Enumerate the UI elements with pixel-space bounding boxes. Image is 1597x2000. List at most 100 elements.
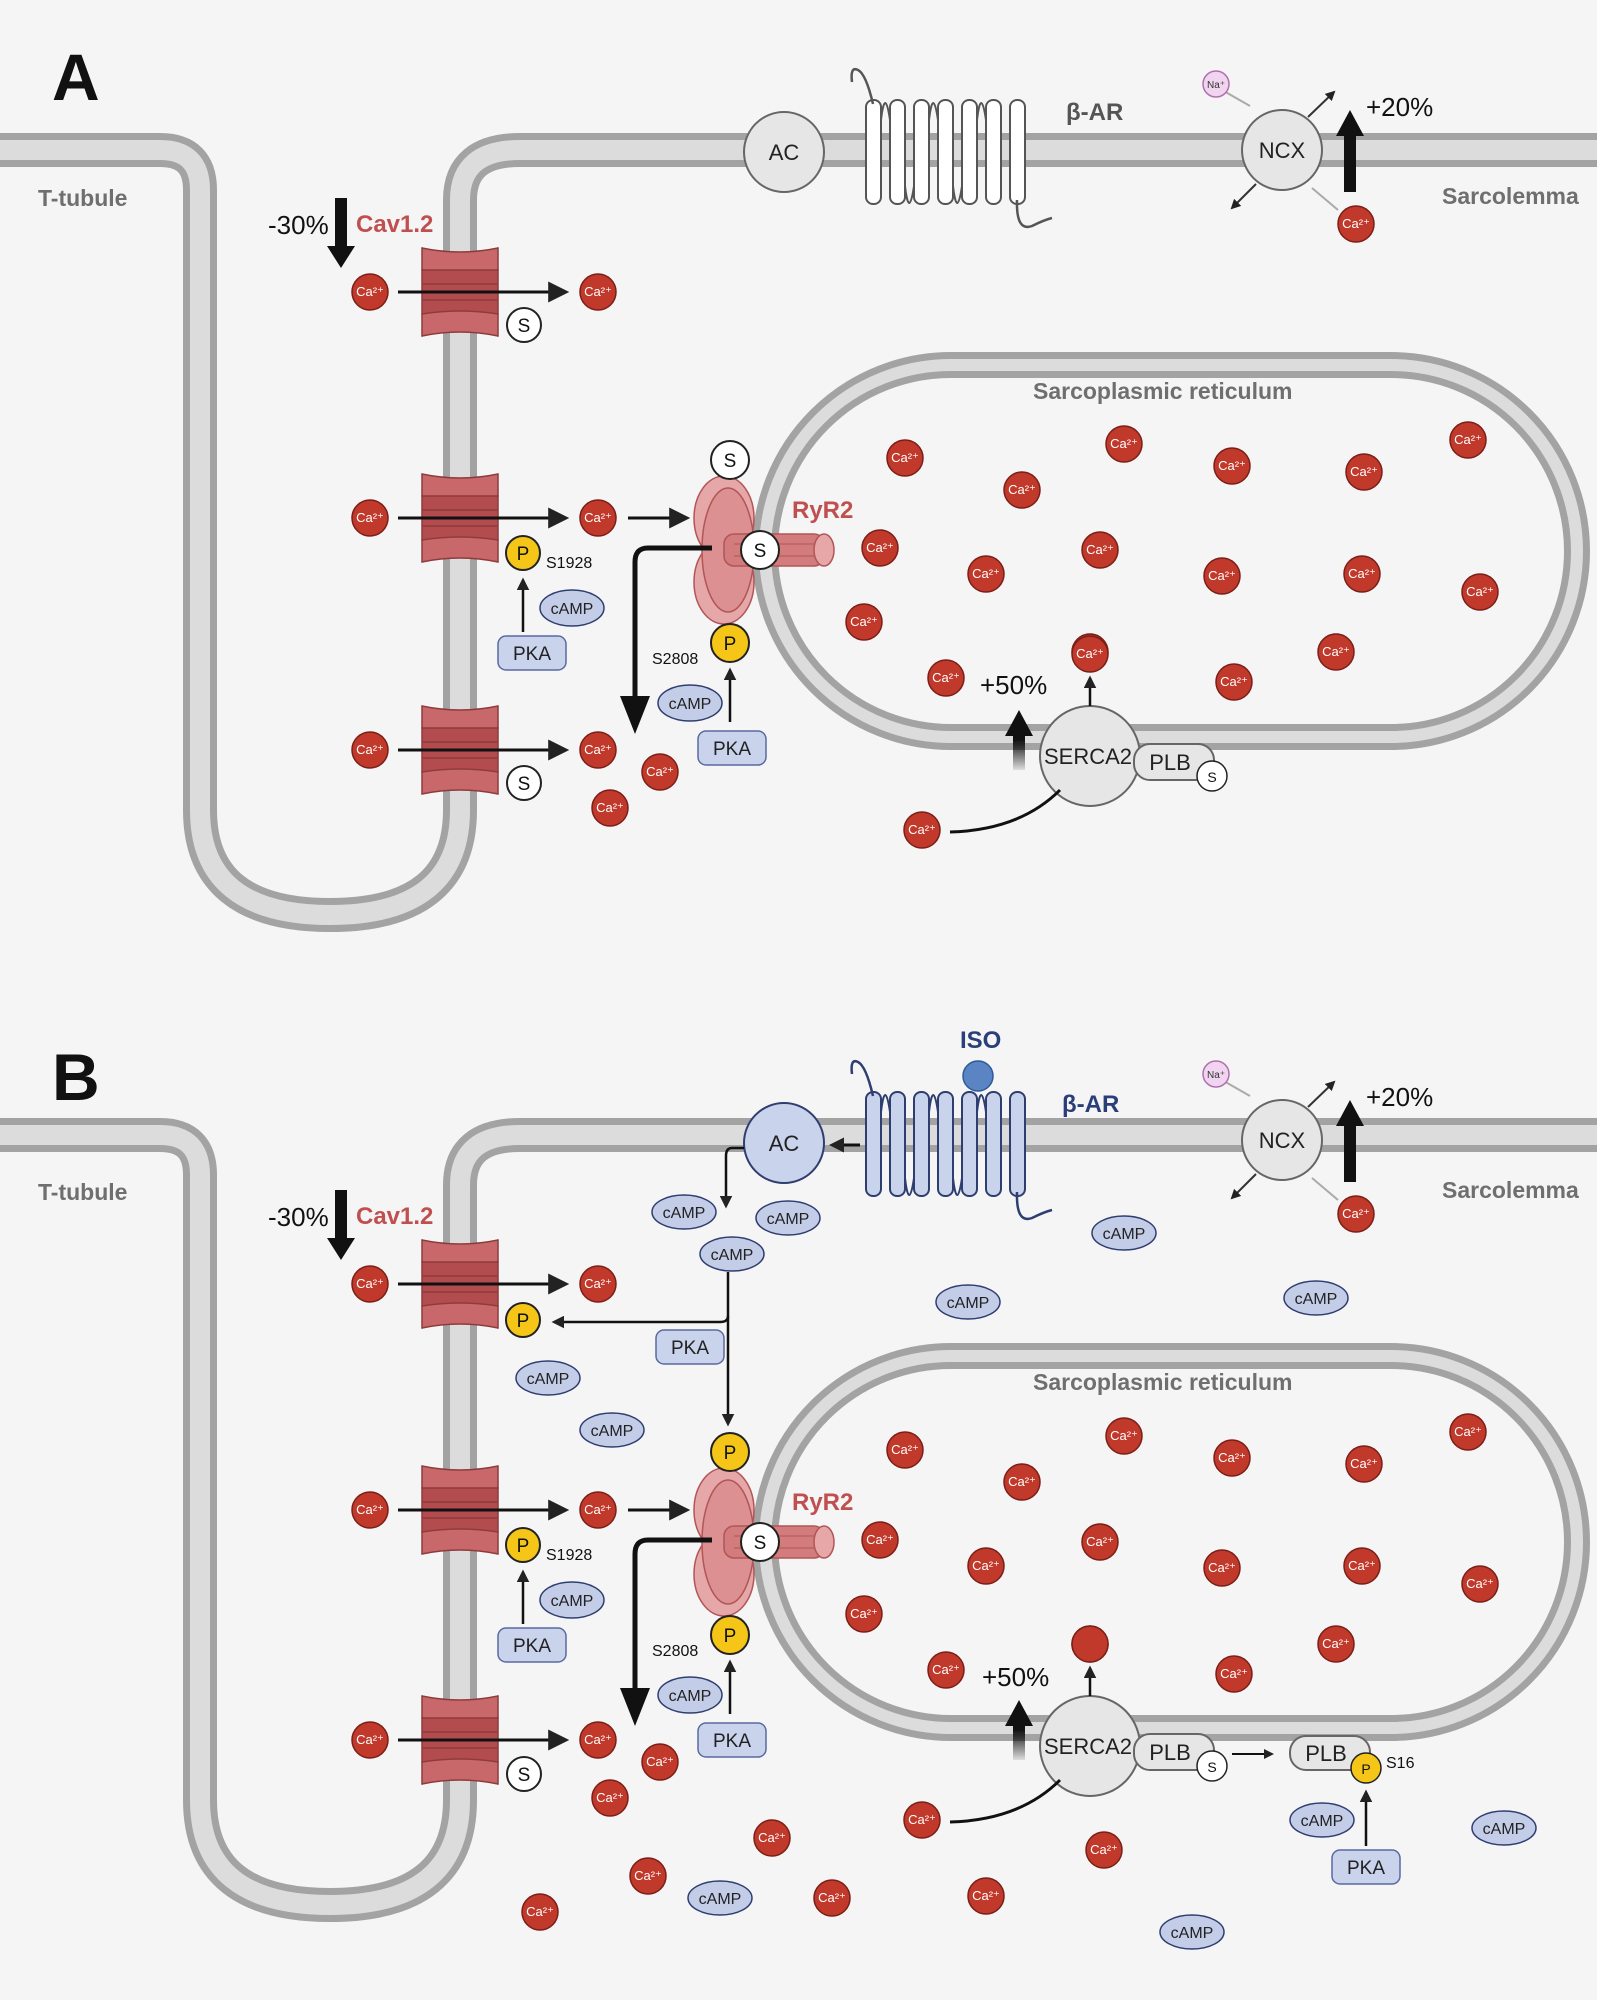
svg-text:Ca²⁺: Ca²⁺ bbox=[1322, 644, 1350, 659]
phosphate-icon bbox=[505, 535, 541, 571]
cav-label: Cav1.2 bbox=[356, 1203, 433, 1230]
cav-decrease-arrow bbox=[327, 1190, 355, 1260]
svg-text:Ca²⁺: Ca²⁺ bbox=[1454, 1424, 1482, 1439]
svg-text:Ca²⁺: Ca²⁺ bbox=[646, 1754, 674, 1769]
panel-a: A T-tubule Sarcolemma Sarcoplasmic retic… bbox=[0, 40, 1597, 933]
svg-text:S: S bbox=[518, 1765, 531, 1786]
phosphate-icon bbox=[1350, 1752, 1382, 1784]
sodium-label: Na⁺ bbox=[1207, 80, 1225, 91]
svg-text:Ca²⁺: Ca²⁺ bbox=[584, 1502, 612, 1517]
svg-text:P: P bbox=[724, 1626, 737, 1647]
cav-pct: -30% bbox=[268, 210, 329, 240]
svg-text:S: S bbox=[518, 316, 531, 337]
svg-text:Ca²⁺: Ca²⁺ bbox=[584, 284, 612, 299]
t-tubule-label: T-tubule bbox=[38, 1179, 127, 1205]
svg-text:PKA: PKA bbox=[1347, 1858, 1385, 1879]
svg-text:Ca²⁺: Ca²⁺ bbox=[891, 450, 919, 465]
svg-text:Ca²⁺: Ca²⁺ bbox=[1220, 674, 1248, 689]
svg-text:Ca²⁺: Ca²⁺ bbox=[908, 822, 936, 837]
svg-text:Ca²⁺: Ca²⁺ bbox=[1076, 646, 1104, 661]
beta-ar-label: β-AR bbox=[1062, 1091, 1119, 1118]
panel-b: B T-tubule Sarcolemma Sarcoplasmic retic… bbox=[0, 1000, 1597, 2000]
svg-text:Ca²⁺: Ca²⁺ bbox=[866, 1532, 894, 1547]
svg-text:PLB: PLB bbox=[1149, 750, 1191, 775]
serca-pct: +50% bbox=[980, 670, 1047, 700]
svg-text:cAMP: cAMP bbox=[663, 1205, 706, 1222]
svg-text:Ca²⁺: Ca²⁺ bbox=[932, 1662, 960, 1677]
camp-oval bbox=[539, 589, 605, 627]
ryr-release-arrow bbox=[620, 1688, 650, 1726]
svg-text:P: P bbox=[517, 1311, 530, 1332]
sodium-ion bbox=[1202, 70, 1230, 98]
svg-text:Ca²⁺: Ca²⁺ bbox=[818, 1890, 846, 1905]
svg-text:Ca²⁺: Ca²⁺ bbox=[646, 764, 674, 779]
panel-letter: A bbox=[52, 40, 100, 114]
ac-enzyme bbox=[743, 111, 825, 193]
svg-text:Ca²⁺: Ca²⁺ bbox=[972, 1888, 1000, 1903]
svg-text:S: S bbox=[518, 774, 531, 795]
camp-oval bbox=[1289, 1802, 1355, 1838]
sr-calcium-ions: Ca²⁺ Ca²⁺ Ca²⁺ Ca²⁺ Ca²⁺ Ca²⁺ Ca²⁺ Ca²⁺ … bbox=[845, 421, 1499, 701]
svg-text:Ca²⁺: Ca²⁺ bbox=[634, 1868, 662, 1883]
serine-icon bbox=[1196, 1750, 1228, 1782]
svg-text:Ca²⁺: Ca²⁺ bbox=[850, 614, 878, 629]
svg-text:Ca²⁺: Ca²⁺ bbox=[584, 510, 612, 525]
svg-text:cAMP: cAMP bbox=[1295, 1291, 1338, 1308]
serine-icon bbox=[740, 1522, 780, 1562]
svg-text:Ca²⁺: Ca²⁺ bbox=[972, 1558, 1000, 1573]
pka-box bbox=[655, 1329, 725, 1365]
svg-text:cAMP: cAMP bbox=[767, 1211, 810, 1228]
camp-oval bbox=[657, 1676, 723, 1714]
svg-text:PKA: PKA bbox=[513, 1636, 551, 1657]
ncx-label: NCX bbox=[1259, 1128, 1306, 1153]
serine-icon bbox=[506, 765, 542, 801]
s1928-label: S1928 bbox=[546, 1547, 592, 1564]
pka-box bbox=[1331, 1849, 1401, 1885]
svg-text:Ca²⁺: Ca²⁺ bbox=[596, 800, 624, 815]
s2808-label: S2808 bbox=[652, 1643, 698, 1660]
serca-pct: +50% bbox=[982, 1662, 1049, 1692]
ac-enzyme bbox=[743, 1102, 825, 1184]
svg-text:Ca²⁺: Ca²⁺ bbox=[1466, 584, 1494, 599]
ac-label: AC bbox=[769, 1131, 800, 1156]
s16-label: S16 bbox=[1386, 1755, 1415, 1772]
ncx-pct: +20% bbox=[1366, 1082, 1433, 1112]
svg-text:PLB: PLB bbox=[1149, 1740, 1191, 1765]
svg-text:cAMP: cAMP bbox=[527, 1371, 570, 1388]
svg-text:cAMP: cAMP bbox=[669, 1688, 712, 1705]
sr-label: Sarcoplasmic reticulum bbox=[1033, 378, 1293, 404]
svg-text:Ca²⁺: Ca²⁺ bbox=[1220, 1666, 1248, 1681]
svg-text:Ca²⁺: Ca²⁺ bbox=[1008, 482, 1036, 497]
serine-icon bbox=[506, 307, 542, 343]
svg-text:cAMP: cAMP bbox=[699, 1891, 742, 1908]
svg-text:Ca²⁺: Ca²⁺ bbox=[972, 566, 1000, 581]
phosphate-icon bbox=[505, 1302, 541, 1338]
cav-decrease-arrow bbox=[327, 198, 355, 268]
serine-icon bbox=[1196, 760, 1228, 792]
iso-label: ISO bbox=[960, 1027, 1001, 1054]
panel-letter: B bbox=[52, 1040, 100, 1114]
svg-text:P: P bbox=[517, 544, 530, 565]
ryr-label: RyR2 bbox=[792, 1489, 853, 1516]
serca-increase-arrow bbox=[1005, 1700, 1033, 1760]
svg-text:cAMP: cAMP bbox=[947, 1295, 990, 1312]
serine-icon bbox=[506, 1756, 542, 1792]
svg-text:Ca²⁺: Ca²⁺ bbox=[1342, 1206, 1370, 1221]
sarcolemma-label: Sarcolemma bbox=[1442, 183, 1579, 209]
pka-box bbox=[497, 1627, 567, 1663]
svg-text:S: S bbox=[1207, 769, 1216, 785]
svg-text:cAMP: cAMP bbox=[1103, 1226, 1146, 1243]
camp-cluster: cAMP cAMP cAMP cAMP cAMP cAMP cAMP cAMP … bbox=[515, 1194, 1537, 1950]
svg-text:Ca²⁺: Ca²⁺ bbox=[758, 1830, 786, 1845]
svg-text:PKA: PKA bbox=[671, 1338, 709, 1359]
svg-text:Ca²⁺: Ca²⁺ bbox=[356, 510, 384, 525]
pka-box bbox=[697, 730, 767, 766]
ncx-exchanger bbox=[1241, 1099, 1323, 1181]
ncx-increase-arrow bbox=[1336, 110, 1364, 192]
svg-text:cAMP: cAMP bbox=[711, 1247, 754, 1264]
svg-text:Ca²⁺: Ca²⁺ bbox=[596, 1790, 624, 1805]
svg-text:S: S bbox=[754, 541, 767, 562]
svg-text:PLB: PLB bbox=[1305, 1741, 1347, 1766]
serine-icon bbox=[710, 440, 750, 480]
sr-calcium-ions: Ca²⁺ Ca²⁺ Ca²⁺ Ca²⁺ Ca²⁺ Ca²⁺ Ca²⁺ Ca²⁺ … bbox=[845, 1413, 1499, 1693]
